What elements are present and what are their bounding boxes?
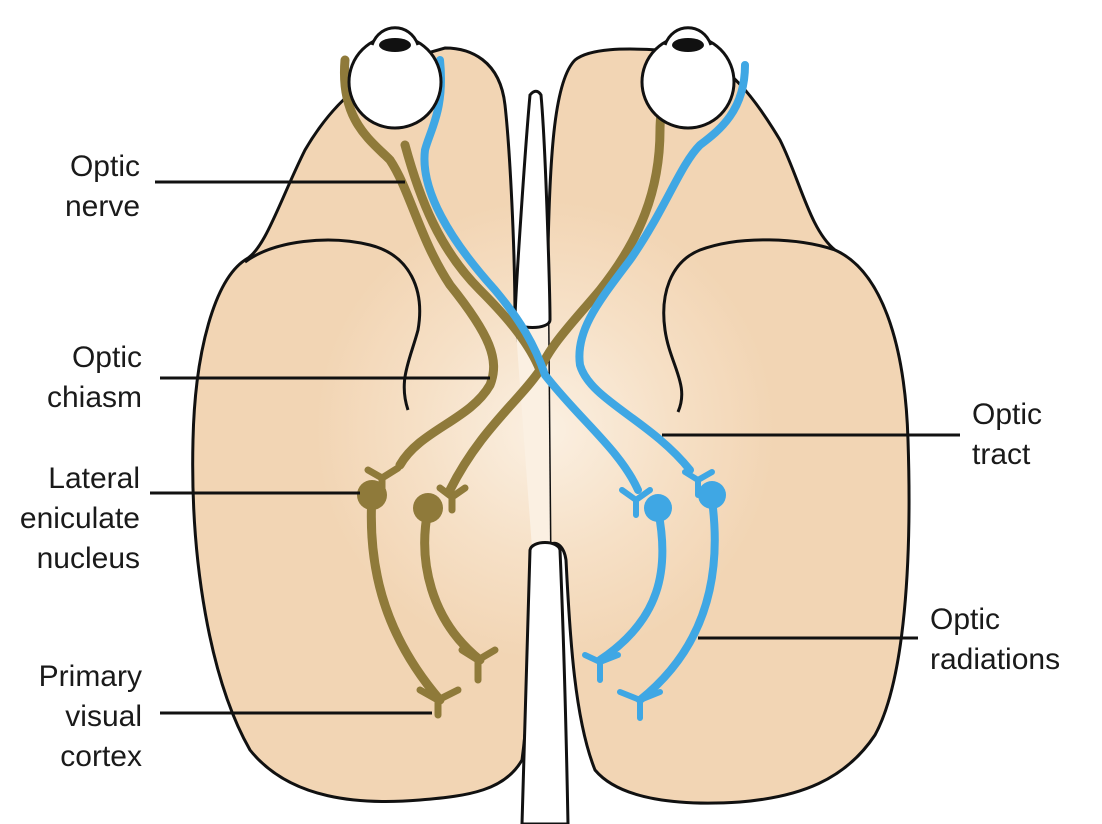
right-radiation-outer — [636, 496, 719, 704]
lgn-cells — [357, 480, 726, 523]
left-temporal-boundary — [244, 238, 422, 411]
left-optic-nerve-temporal — [339, 55, 499, 470]
right-eye — [640, 26, 736, 130]
right-hemisphere — [546, 47, 911, 805]
right-temporal-boundary — [662, 238, 836, 413]
lgn-cell-olive-1 — [357, 480, 387, 510]
right-radiation-inner — [596, 506, 667, 664]
terminals-blue — [582, 469, 715, 721]
lgn-cell-blue-2 — [698, 481, 726, 509]
medial-fissure-top — [513, 89, 552, 329]
left-radiation-inner — [420, 505, 485, 665]
left-eye — [347, 26, 443, 130]
left-radiation-outer — [366, 490, 445, 705]
left-eye-pathway — [339, 50, 670, 705]
label-primary-visual-cortex: Primary visual cortex — [38, 660, 142, 773]
medial-fissure-bottom — [520, 541, 570, 824]
label-optic-tract: Optic tract — [972, 398, 1043, 471]
label-optic-chiasm: Optic chiasm — [46, 341, 142, 414]
label-lateral-geniculate-nucleus: Lateral eniculate nucleus — [19, 462, 140, 575]
lgn-cell-olive-2 — [413, 493, 443, 523]
label-optic-radiations: Optic radiations — [930, 603, 1061, 676]
leader-lines — [150, 180, 960, 715]
label-optic-nerve: Optic nerve — [64, 150, 140, 223]
left-optic-nerve-nasal — [420, 56, 642, 494]
left-optic-crossing — [400, 140, 546, 495]
right-eye-pathway — [420, 56, 749, 704]
lgn-cell-blue-1 — [644, 494, 672, 522]
right-optic-nerve-temporal — [575, 61, 749, 474]
